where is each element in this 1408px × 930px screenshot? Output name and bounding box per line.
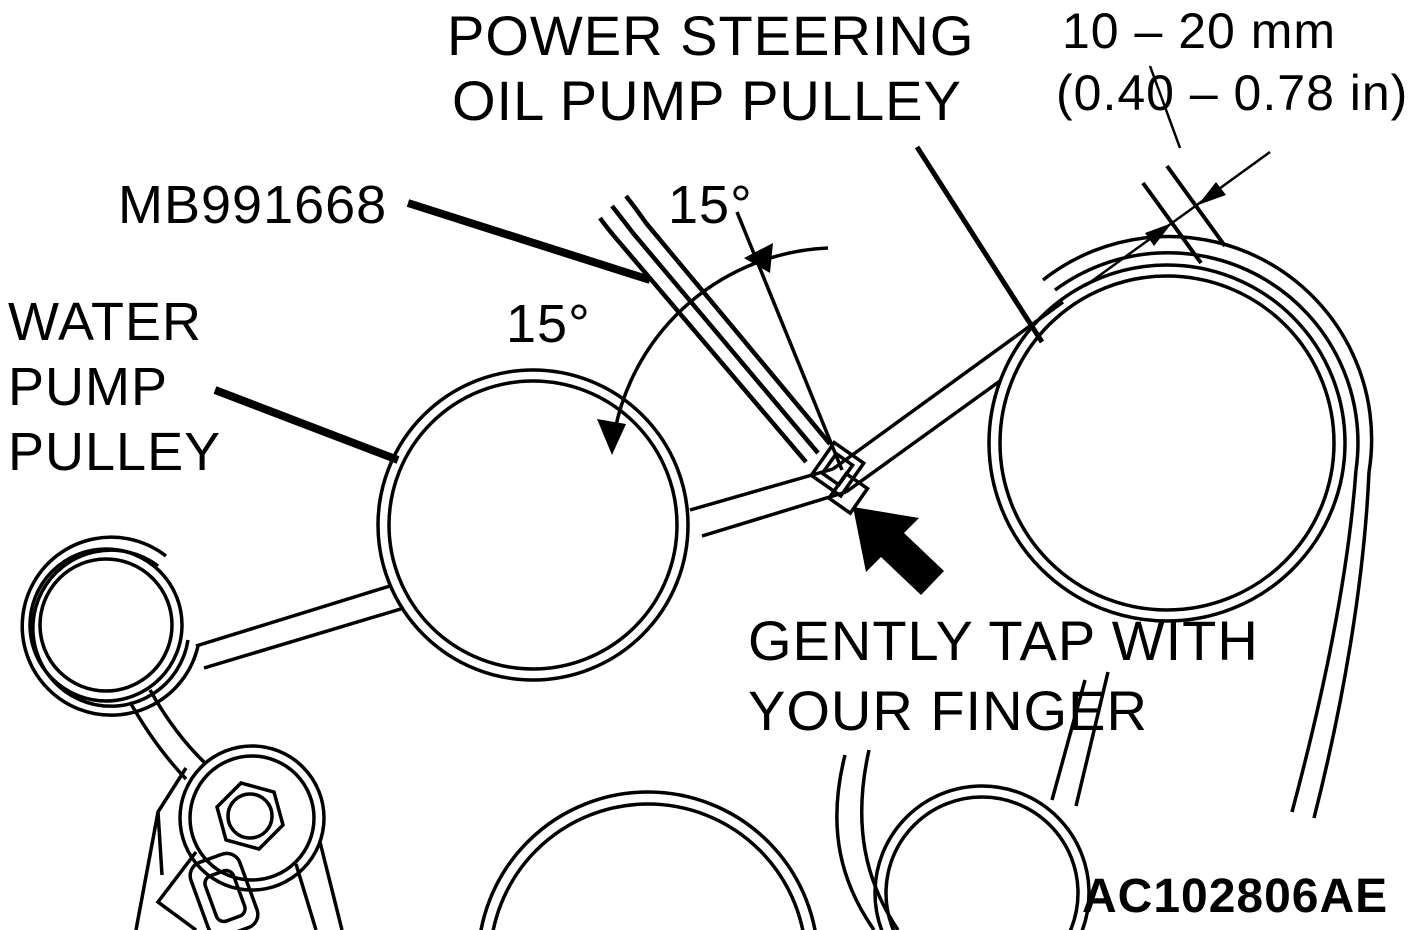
tensioner-arm-1 — [318, 841, 344, 930]
tool-bar-1 — [618, 241, 808, 464]
dimension-arrowhead-lower-icon — [1145, 223, 1172, 246]
tensioner-bracket-edge-2 — [134, 811, 160, 930]
angle-arc — [613, 246, 829, 431]
label-instruction-line2: YOUR FINGER — [748, 679, 1148, 742]
lower-right-pulley-inner — [884, 795, 1080, 930]
label-water-pump-line3: PULLEY — [8, 422, 221, 482]
tensioner-arm-2 — [294, 863, 318, 930]
tool-top-curve-2 — [610, 204, 635, 235]
belt-run-lower-left-inner — [203, 606, 405, 670]
tensioner-pulley-inner — [188, 754, 316, 882]
crankshaft-pulley-inner — [491, 802, 805, 930]
labels: POWER STEERING OIL PUMP PULLEY 10 – 20 m… — [8, 3, 1408, 923]
label-water-pump-line1: WATER — [8, 292, 202, 352]
angle-arrowhead-left-icon — [597, 419, 626, 455]
tensioner-pulley-outer — [178, 744, 326, 892]
tool-clamp-lower — [826, 471, 870, 516]
leader-power-steering — [914, 145, 1045, 344]
tool-top-curve-1 — [598, 216, 622, 245]
tension-gauge-tool — [598, 194, 870, 516]
drive-belt — [20, 234, 1374, 930]
idler-pulley-inner — [38, 557, 174, 693]
power-steering-pulley-inner — [998, 274, 1336, 612]
belt-run-upper-inner — [844, 379, 1002, 494]
label-deflection-mm: 10 – 20 mm — [1062, 3, 1336, 59]
water-pump-pulley-inner — [387, 379, 679, 671]
belt-wrap-ps-outer — [1041, 234, 1374, 473]
tensioner-tab-inner — [203, 868, 247, 924]
crankshaft-pulley-outer — [479, 790, 817, 930]
dimension-tick-2 — [1165, 164, 1227, 248]
deflection-dimension — [1084, 65, 1271, 288]
label-instruction-line1: GENTLY TAP WITH — [748, 609, 1259, 672]
angle-indicator — [597, 211, 844, 471]
leader-water-pump — [213, 386, 400, 464]
lower-right-pulley-outer — [873, 784, 1091, 930]
angle-boundary-line — [735, 211, 844, 471]
pulleys — [28, 263, 1347, 930]
belt-wrap-ps-inner — [1053, 251, 1360, 471]
tensioner-tab-outer — [188, 851, 260, 930]
label-deflection-in: (0.40 – 0.78 in) — [1056, 65, 1408, 121]
dimension-text-leader — [1148, 65, 1182, 149]
angle-arrowhead-top-icon — [744, 243, 773, 273]
tool-clamp-lower-rect — [826, 471, 870, 516]
dimension-arrowhead-upper-icon — [1198, 182, 1226, 205]
dimension-reference-line — [1084, 150, 1271, 288]
tensioner-bracket-edge-3 — [155, 850, 198, 930]
figure-code: AC102806AE — [1082, 870, 1388, 923]
belt-run-lower-left-outer — [195, 584, 391, 648]
belt-right-down-1 — [1290, 469, 1358, 813]
tensioner-assembly — [134, 744, 344, 930]
belt-wrap-idler-inner — [31, 548, 190, 708]
belt-idler-to-tensioner-1 — [148, 689, 208, 766]
label-angle-lower: 15° — [506, 294, 591, 354]
tensioner-hex-nut — [215, 781, 285, 851]
belt-crank-gap-1 — [835, 754, 876, 930]
tap-arrow-icon — [853, 507, 944, 595]
tensioner-bolt-circle — [226, 792, 274, 840]
label-tool-number: MB991668 — [118, 175, 387, 235]
label-water-pump-line2: PUMP — [8, 357, 168, 417]
belt-idler-to-tensioner-2 — [128, 701, 188, 781]
leader-lines — [213, 145, 1045, 464]
belt-ps-to-lower-1 — [1050, 679, 1087, 801]
tool-top-curve-3 — [624, 194, 648, 225]
tool-bar-3 — [644, 221, 832, 446]
power-steering-pulley-outer — [987, 263, 1347, 623]
leader-tool — [406, 199, 652, 284]
label-power-steering-line2: OIL PUMP PULLEY — [452, 69, 962, 132]
belt-right-down-2 — [1312, 471, 1371, 819]
tool-bar-2 — [631, 231, 820, 455]
belt-run-upper-outer — [831, 300, 1065, 471]
water-pump-pulley-outer — [376, 368, 690, 682]
label-power-steering-line1: POWER STEERING — [447, 4, 974, 67]
belt-run-mid-inner — [701, 490, 847, 538]
belt-crank-gap-2 — [859, 749, 900, 930]
belt-ps-to-lower-2 — [1074, 671, 1110, 807]
label-angle-upper: 15° — [668, 175, 753, 235]
